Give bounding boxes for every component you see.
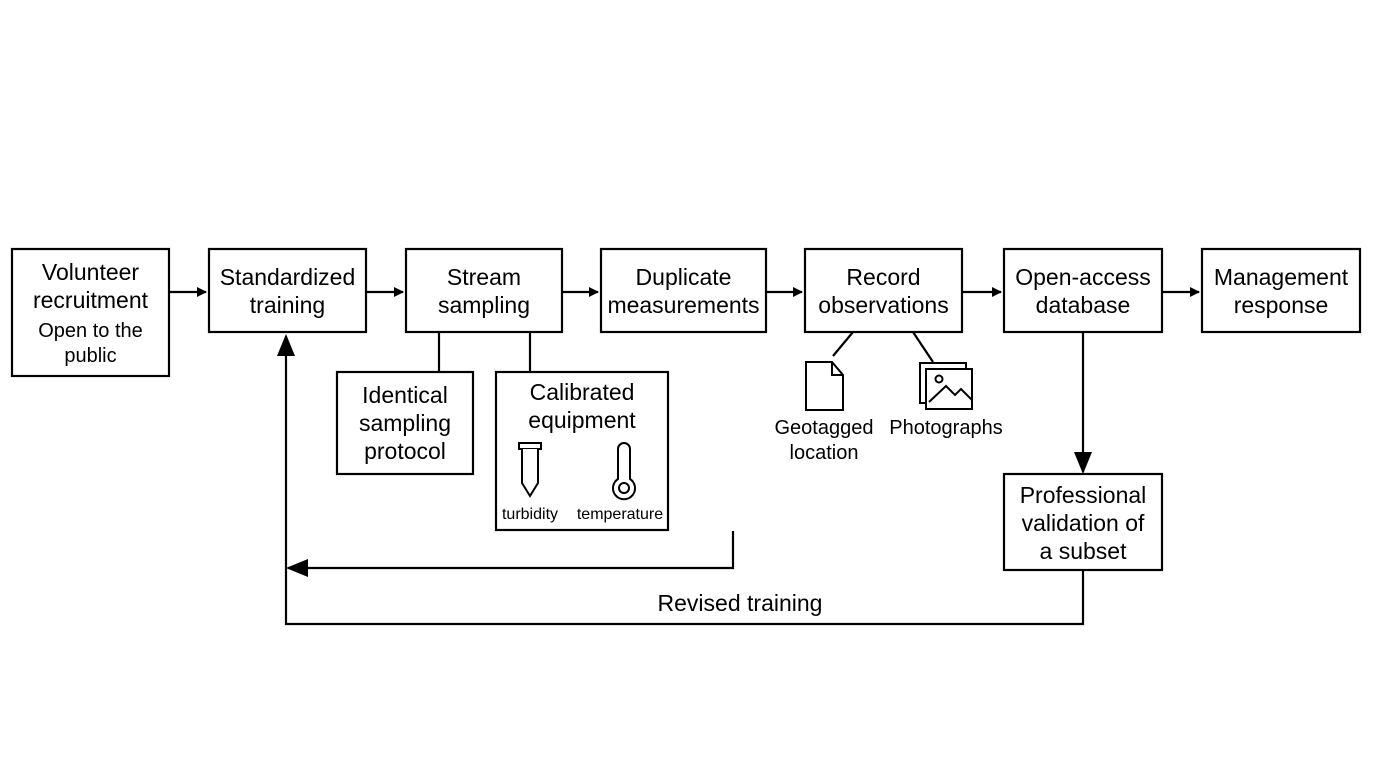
validation-line3: a subset — [1040, 538, 1128, 564]
record-line2: observations — [818, 292, 948, 318]
volunteer-subtitle-line1: Open to the — [38, 320, 143, 342]
management-line2: response — [1234, 292, 1329, 318]
training-line2: training — [250, 292, 325, 318]
identical-sampling-protocol-box: Identical sampling protocol — [335, 370, 475, 476]
temperature-label: temperature — [577, 506, 663, 523]
sampling-line1: Stream — [447, 264, 521, 290]
equipment-line2: equipment — [528, 407, 636, 433]
database-line1: Open-access — [1015, 264, 1151, 290]
calibrated-equipment-box: Calibrated equipment turbidity temperatu… — [494, 370, 670, 532]
photographs-icon — [919, 362, 973, 410]
duplicate-measurements-box: Duplicate measurements — [599, 247, 768, 334]
management-line1: Management — [1214, 264, 1349, 290]
geotag-line1: Geotagged — [775, 417, 874, 439]
volunteer-title-line1: Volunteer — [42, 259, 140, 285]
volunteer-recruitment-box: Volunteer recruitment Open to the public — [10, 247, 171, 378]
training-line1: Standardized — [220, 264, 356, 290]
thermometer-icon — [612, 442, 636, 501]
professional-validation-box: Professional validation of a subset — [1002, 472, 1164, 572]
protocol-line1: Identical — [362, 382, 448, 408]
stream-sampling-box: Stream sampling — [404, 247, 564, 334]
volunteer-subtitle-line2: public — [64, 345, 116, 367]
revised-training-label: Revised training — [658, 590, 823, 616]
record-line1: Record — [846, 264, 920, 290]
validation-line1: Professional — [1020, 482, 1147, 508]
turbidity-label: turbidity — [502, 506, 558, 523]
protocol-line3: protocol — [364, 438, 446, 464]
management-response-box: Management response — [1200, 247, 1362, 334]
volunteer-title-line2: recruitment — [33, 287, 149, 313]
open-access-database-box: Open-access database — [1002, 247, 1164, 334]
geotag-line2: location — [790, 442, 859, 464]
photographs-label: Photographs — [889, 417, 1002, 439]
duplicate-line1: Duplicate — [636, 264, 732, 290]
equipment-feedback-loop — [286, 531, 735, 577]
equipment-line1: Calibrated — [530, 379, 635, 405]
sampling-line2: sampling — [438, 292, 530, 318]
turbidity-vial-icon — [518, 442, 542, 498]
revised-training-feedback-loop — [277, 334, 1085, 626]
duplicate-line2: measurements — [607, 292, 759, 318]
document-icon — [805, 361, 844, 411]
connector-photos — [912, 331, 934, 363]
protocol-line2: sampling — [359, 410, 451, 436]
validation-line2: validation of — [1022, 510, 1145, 536]
standardized-training-box: Standardized training — [207, 247, 368, 334]
connector-geotag — [832, 331, 854, 357]
database-line2: database — [1036, 292, 1131, 318]
record-observations-box: Record observations — [803, 247, 964, 334]
